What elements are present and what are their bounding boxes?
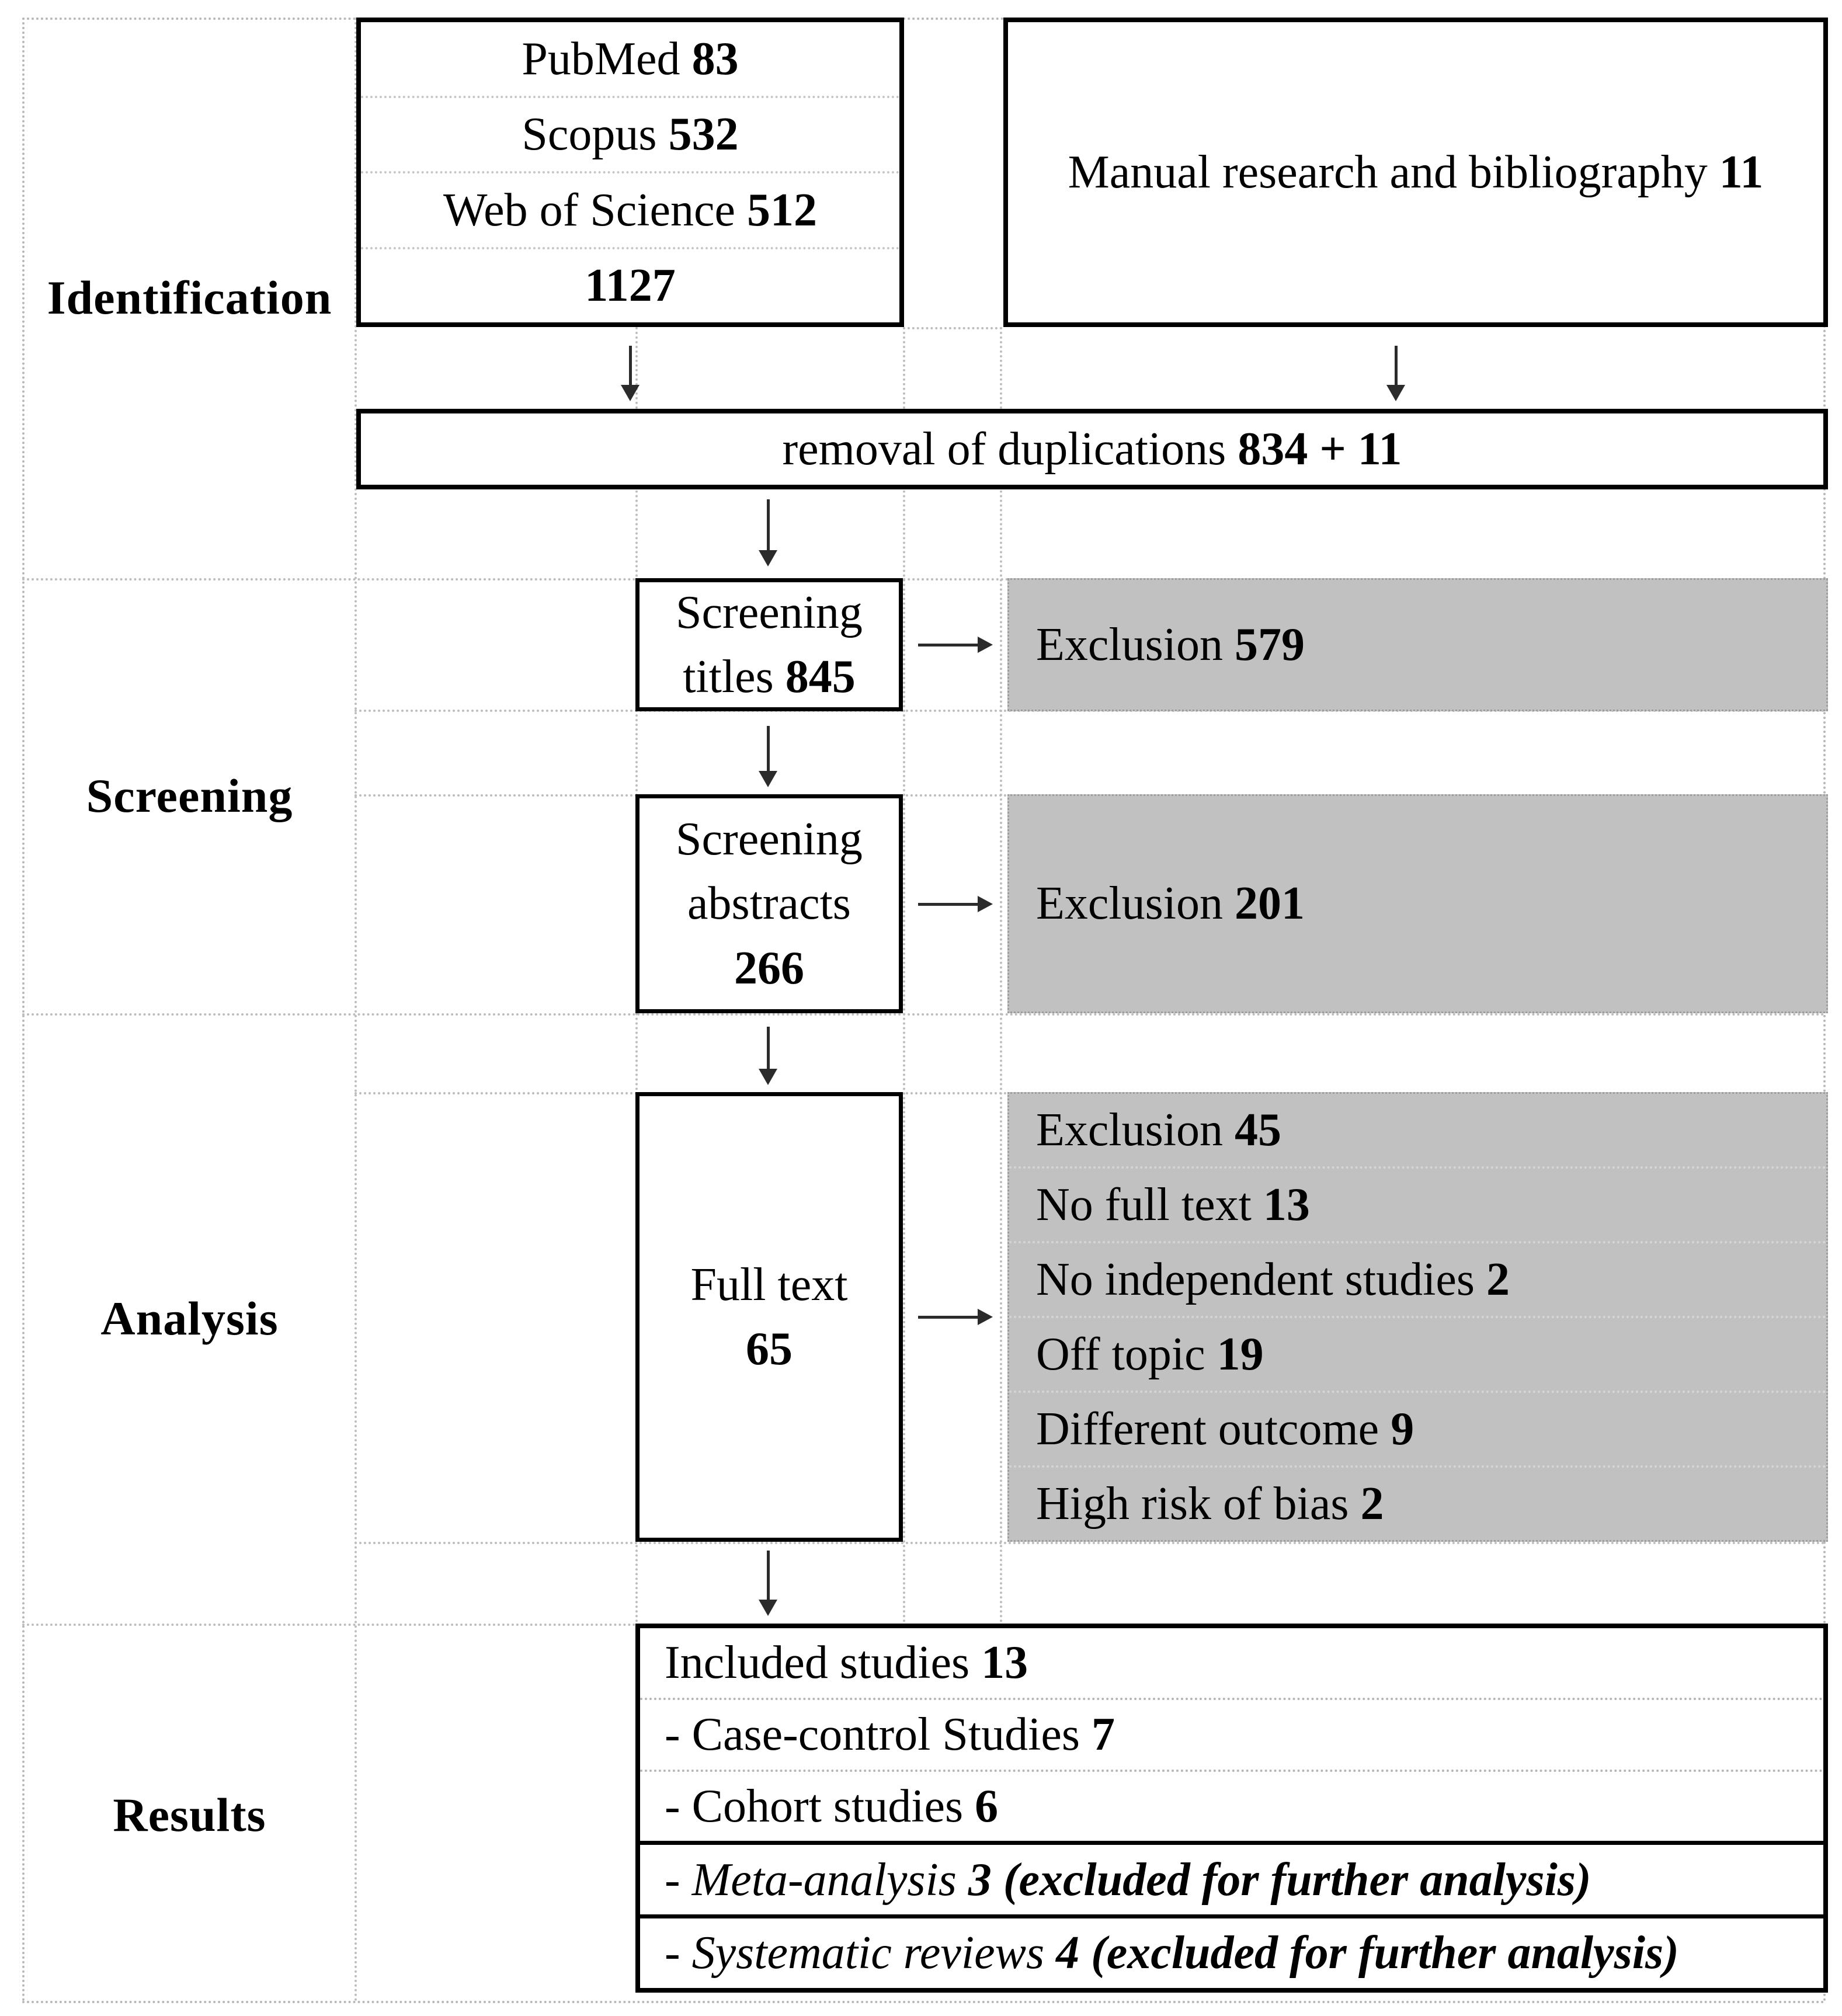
source-row-total: 1127 xyxy=(361,249,899,323)
exclusion-reason-row: No independent studies 2 xyxy=(1009,1243,1826,1318)
exclusion-reason-row: Off topic 19 xyxy=(1009,1318,1826,1393)
arrow-right-exclusion-full-text xyxy=(918,1308,993,1326)
grid-line xyxy=(903,327,905,1624)
grid-line xyxy=(1000,327,1002,1624)
results-row-label: - Meta-analysis xyxy=(665,1854,968,1906)
exclusion-reason-row: High risk of bias 2 xyxy=(1009,1468,1826,1540)
screening-titles-box: Screening titles 845 xyxy=(635,578,903,711)
manual-research-label: Manual research and bibliography xyxy=(1068,146,1719,198)
results-row-count: 3 (excluded for further analysis) xyxy=(968,1854,1591,1906)
results-row-included: Included studies 13 xyxy=(640,1628,1823,1700)
exclusion-label: Exclusion xyxy=(1036,618,1235,670)
results-row-label: - Cohort studies xyxy=(665,1780,975,1832)
exclusion-abstracts-band: Exclusion 201 xyxy=(1007,794,1828,1013)
screening-abstracts-line1: Screening xyxy=(676,813,863,865)
exclusion-reason-count: 2 xyxy=(1486,1253,1510,1305)
phase-label-results: Results xyxy=(25,1624,355,2006)
results-row-label: - Systematic reviews xyxy=(665,1927,1056,1979)
exclusion-reason-count: 19 xyxy=(1217,1328,1264,1380)
grid-line xyxy=(22,1013,1826,1016)
source-label: Web of Science xyxy=(443,184,747,236)
results-row-count: 13 xyxy=(981,1637,1028,1689)
screening-titles-count: 845 xyxy=(785,651,856,703)
exclusion-count: 579 xyxy=(1234,618,1305,670)
source-label: Scopus xyxy=(522,109,669,161)
duplicates-removal-label: removal of duplications xyxy=(782,423,1238,475)
phase-label-text: Identification xyxy=(47,271,332,324)
source-row-scopus: Scopus 532 xyxy=(361,98,899,173)
full-text-box: Full text 65 xyxy=(635,1092,903,1542)
phase-label-text: Results xyxy=(113,1788,266,1841)
screening-abstracts-line2: abstracts xyxy=(687,878,851,930)
arrow-down-to-title-screening xyxy=(757,499,778,566)
screening-abstracts-box: Screening abstracts 266 xyxy=(635,794,903,1013)
source-count: 532 xyxy=(668,109,739,161)
full-text-label: Full text xyxy=(690,1259,848,1311)
arrow-down-to-full-text xyxy=(757,1027,778,1085)
phase-label-identification: Identification xyxy=(25,18,355,578)
manual-research-box: Manual research and bibliography 11 xyxy=(1003,18,1828,327)
exclusion-label: Exclusion xyxy=(1036,878,1235,929)
source-row-pubmed: PubMed 83 xyxy=(361,22,899,98)
arrow-down-to-abstract-screening xyxy=(757,726,778,787)
arrow-right-exclusion-titles xyxy=(918,636,993,654)
phase-label-text: Screening xyxy=(86,769,293,822)
grid-line xyxy=(355,1542,1826,1544)
exclusion-reason-label: Off topic xyxy=(1036,1328,1217,1380)
exclusion-reason-count: 2 xyxy=(1360,1478,1384,1530)
duplicates-removal-count: 834 + 11 xyxy=(1238,423,1402,475)
manual-research-count: 11 xyxy=(1719,146,1764,198)
exclusion-reason-label: No full text xyxy=(1036,1179,1263,1231)
exclusion-reason-label: Different outcome xyxy=(1036,1403,1391,1455)
results-row-systematic-reviews: - Systematic reviews 4 (excluded for fur… xyxy=(640,1918,1823,1988)
exclusion-reason-count: 13 xyxy=(1263,1179,1310,1231)
results-row-count: 6 xyxy=(975,1780,999,1832)
screening-abstracts-count: 266 xyxy=(734,942,804,994)
exclusion-reason-label: No independent studies xyxy=(1036,1253,1486,1305)
arrow-right-exclusion-abstracts xyxy=(918,895,993,913)
exclusion-abstracts-row: Exclusion 201 xyxy=(1009,796,1826,1012)
source-row-wos: Web of Science 512 xyxy=(361,173,899,249)
arrow-down-to-results xyxy=(757,1551,778,1616)
results-row-meta-analysis: - Meta-analysis 3 (excluded for further … xyxy=(640,1845,1823,1919)
exclusion-titles-row: Exclusion 579 xyxy=(1009,580,1826,710)
phase-label-text: Analysis xyxy=(100,1291,279,1345)
exclusion-reason-count: 9 xyxy=(1391,1403,1414,1455)
exclusion-reason-label: Exclusion xyxy=(1036,1104,1235,1156)
grid-line xyxy=(903,327,1002,329)
exclusion-reason-count: 45 xyxy=(1234,1104,1281,1156)
exclusion-reason-row: No full text 13 xyxy=(1009,1169,1826,1243)
grid-line xyxy=(22,578,1826,581)
arrow-down-sources xyxy=(620,346,641,401)
duplicates-removal-box: removal of duplications 834 + 11 xyxy=(356,409,1828,489)
exclusion-titles-band: Exclusion 579 xyxy=(1007,578,1828,711)
source-total-count: 1127 xyxy=(585,260,676,312)
source-count: 83 xyxy=(691,33,739,85)
source-count: 512 xyxy=(747,184,817,236)
results-row-count: 4 (excluded for further analysis) xyxy=(1056,1927,1679,1979)
phase-label-analysis: Analysis xyxy=(25,1013,355,1624)
results-row-cohort: - Cohort studies 6 xyxy=(640,1772,1823,1845)
sources-box: PubMed 83 Scopus 532 Web of Science 512 … xyxy=(356,18,904,327)
exclusion-reason-row: Exclusion 45 xyxy=(1009,1094,1826,1169)
exclusion-full-text-band: Exclusion 45 No full text 13 No independ… xyxy=(1007,1092,1828,1542)
results-row-label: - Case-control Studies xyxy=(665,1709,1092,1760)
source-label: PubMed xyxy=(522,33,692,85)
arrow-down-manual xyxy=(1385,346,1406,401)
exclusion-count: 201 xyxy=(1234,878,1305,929)
grid-line xyxy=(355,18,357,2003)
exclusion-reason-row: Different outcome 9 xyxy=(1009,1393,1826,1468)
results-row-count: 7 xyxy=(1091,1709,1115,1760)
results-row-label: Included studies xyxy=(665,1637,982,1689)
phase-label-screening: Screening xyxy=(25,578,355,1013)
exclusion-reason-label: High risk of bias xyxy=(1036,1478,1361,1530)
results-row-case-control: - Case-control Studies 7 xyxy=(640,1700,1823,1772)
screening-titles-label: titles xyxy=(683,651,786,703)
screening-titles-line1: Screening xyxy=(676,586,863,638)
full-text-count: 65 xyxy=(746,1323,793,1375)
results-box: Included studies 13 - Case-control Studi… xyxy=(635,1624,1828,1993)
